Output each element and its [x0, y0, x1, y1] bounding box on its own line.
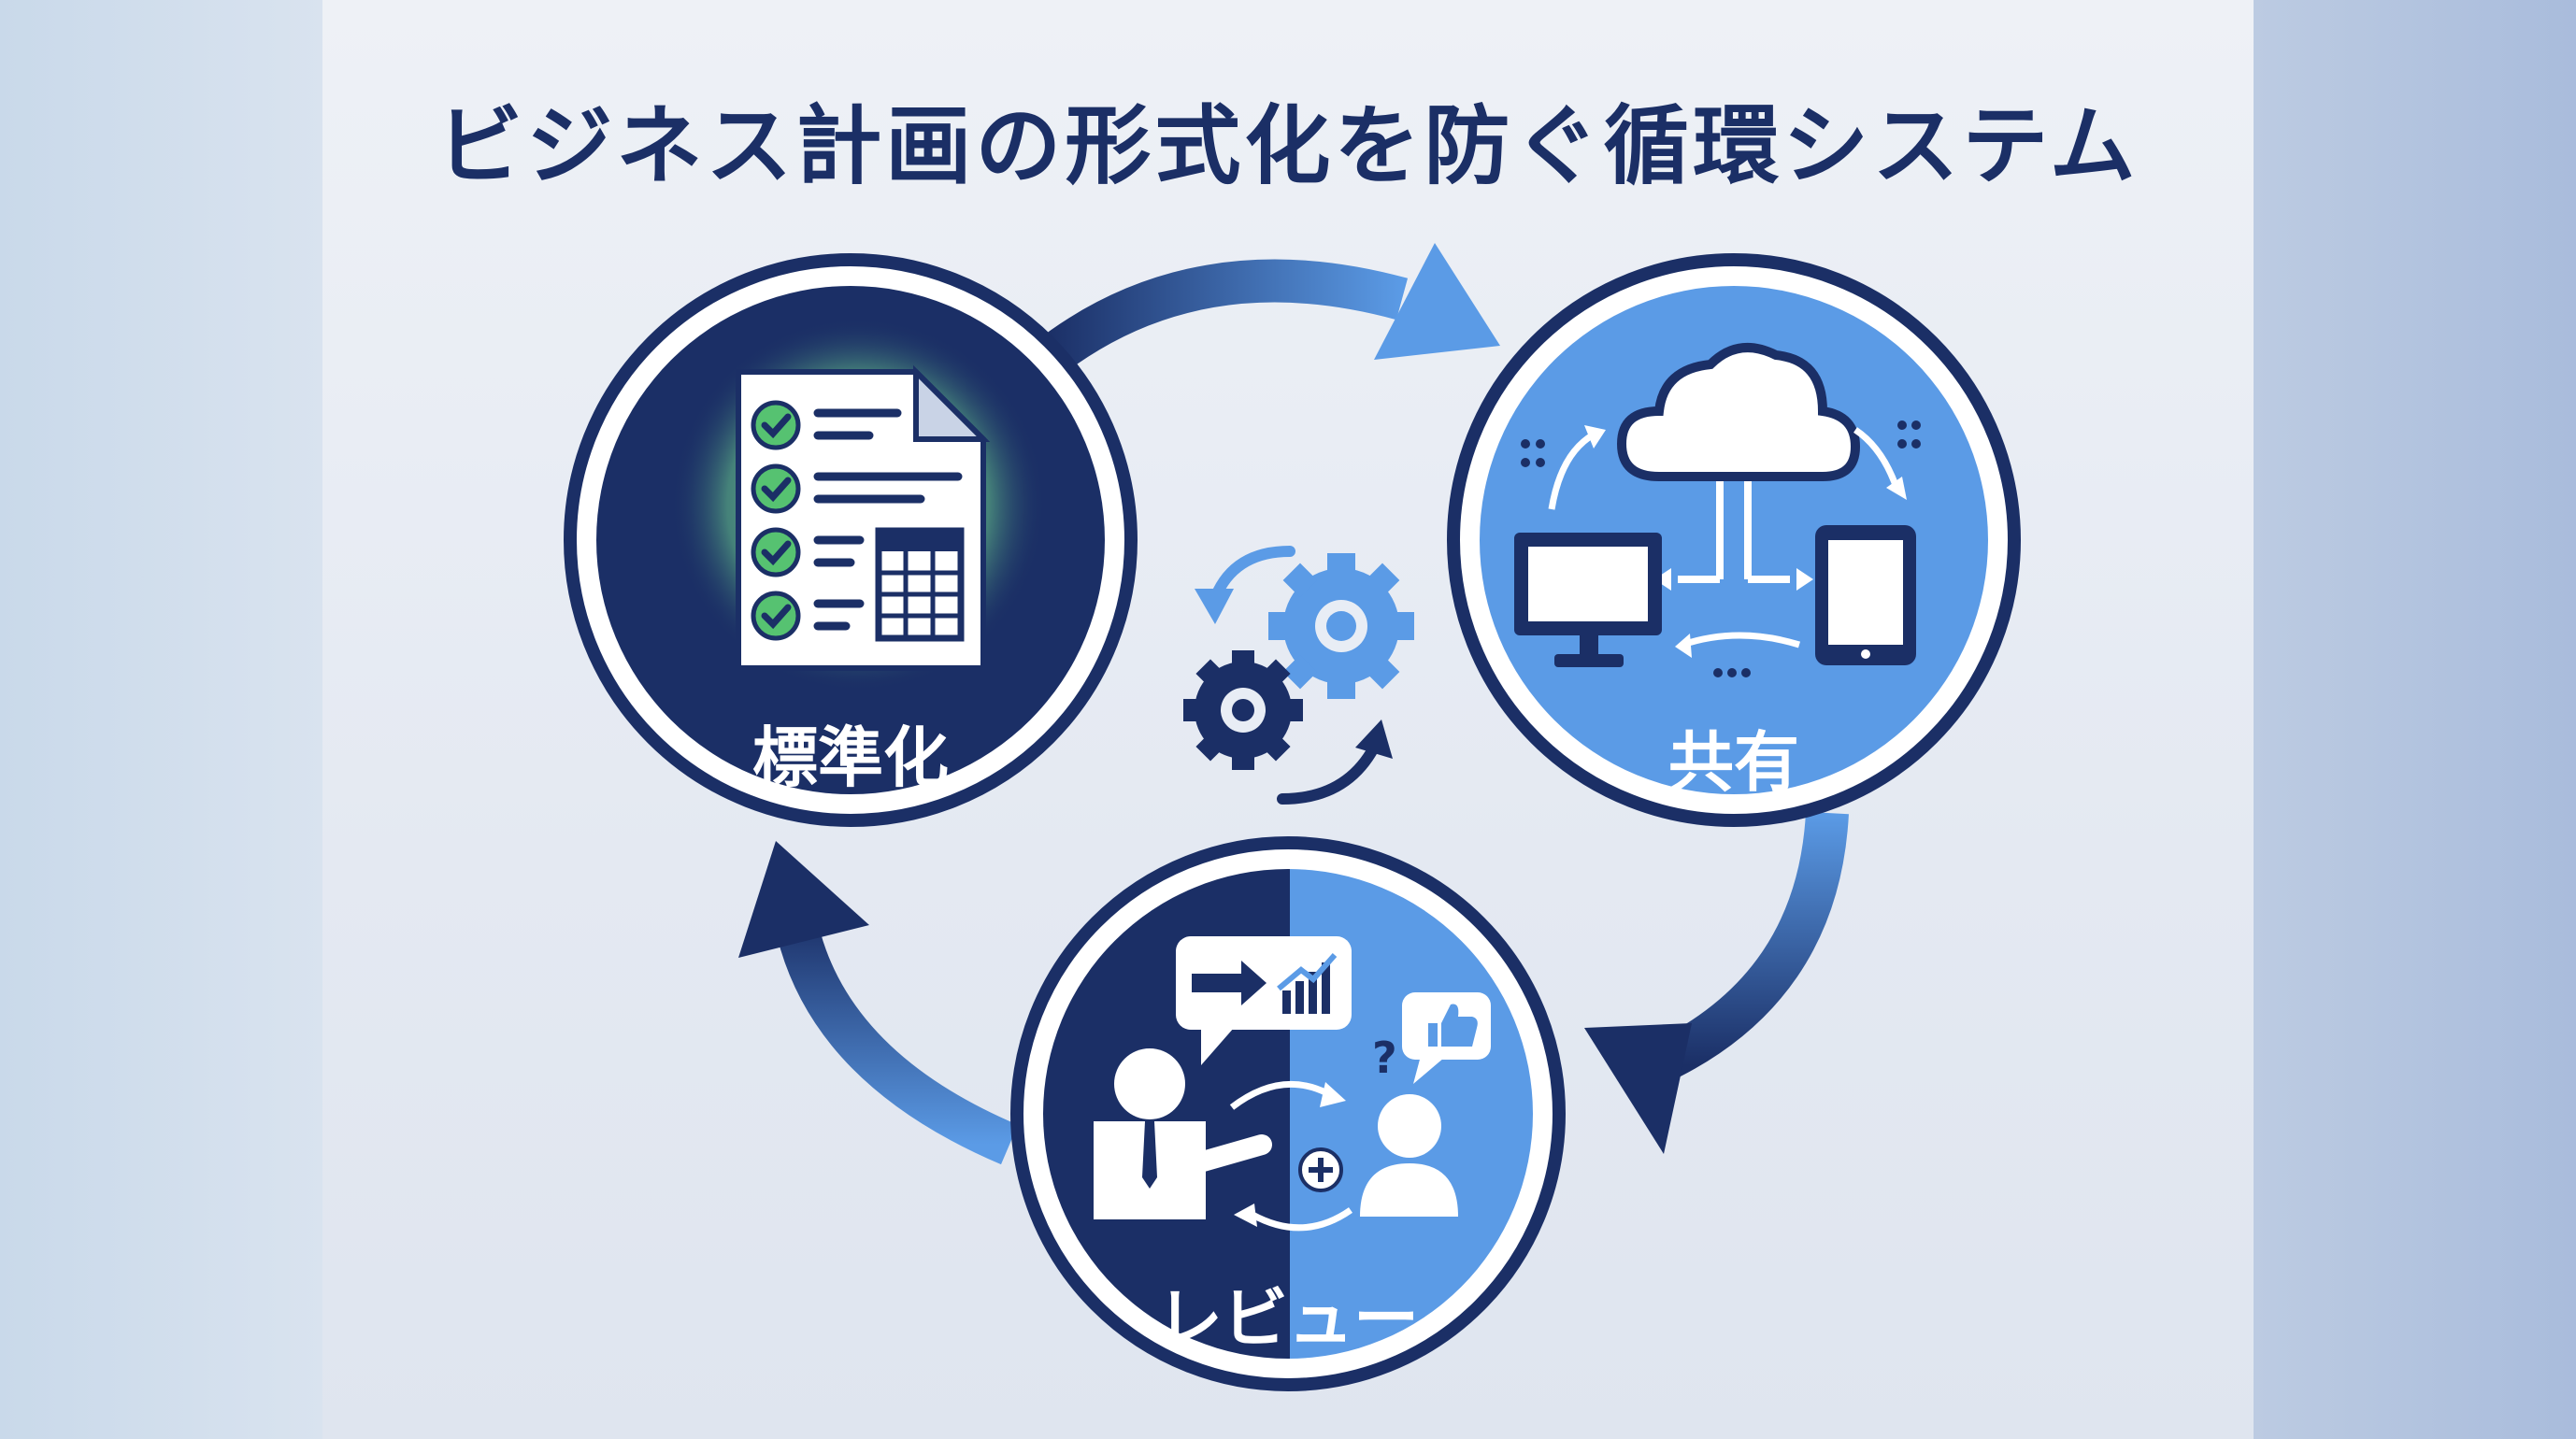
presenter-person-icon	[1094, 1048, 1272, 1219]
gears-cycle-icon	[1183, 546, 1414, 805]
page-title: ビジネス計画の形式化を防ぐ循環システム	[436, 96, 2140, 196]
node-standardize	[564, 253, 1138, 827]
left-margin-panel	[0, 0, 322, 1439]
speech-bubble-chart-icon	[1176, 936, 1352, 1065]
node-share	[1447, 253, 2021, 827]
node-label-share: 共有	[1668, 724, 1799, 801]
arrow-share-to-review	[1584, 811, 1849, 1154]
arrow-review-to-standardize	[738, 841, 1019, 1165]
checklist-document-icon	[736, 364, 991, 671]
plus-badge-icon	[1298, 1147, 1343, 1192]
monitor-icon	[1514, 533, 1662, 667]
node-label-review: レビュー	[1157, 1280, 1419, 1357]
right-margin-panel	[2254, 0, 2576, 1439]
node-label-standardize: 標準化	[752, 720, 949, 796]
arrow-standardize-to-share	[1033, 243, 1500, 378]
thumbs-up-bubble-icon	[1402, 992, 1491, 1084]
tablet-icon	[1815, 525, 1916, 665]
gear-large-icon	[1268, 553, 1414, 699]
spreadsheet-grid-icon	[875, 527, 965, 642]
listener-person-icon	[1360, 1094, 1458, 1217]
gear-small-icon	[1183, 650, 1303, 770]
node-review: ?	[1010, 836, 1566, 1391]
svg-text:?: ?	[1372, 1033, 1397, 1083]
cloud-icon	[1616, 343, 1861, 481]
dots-icon	[1521, 420, 1921, 677]
